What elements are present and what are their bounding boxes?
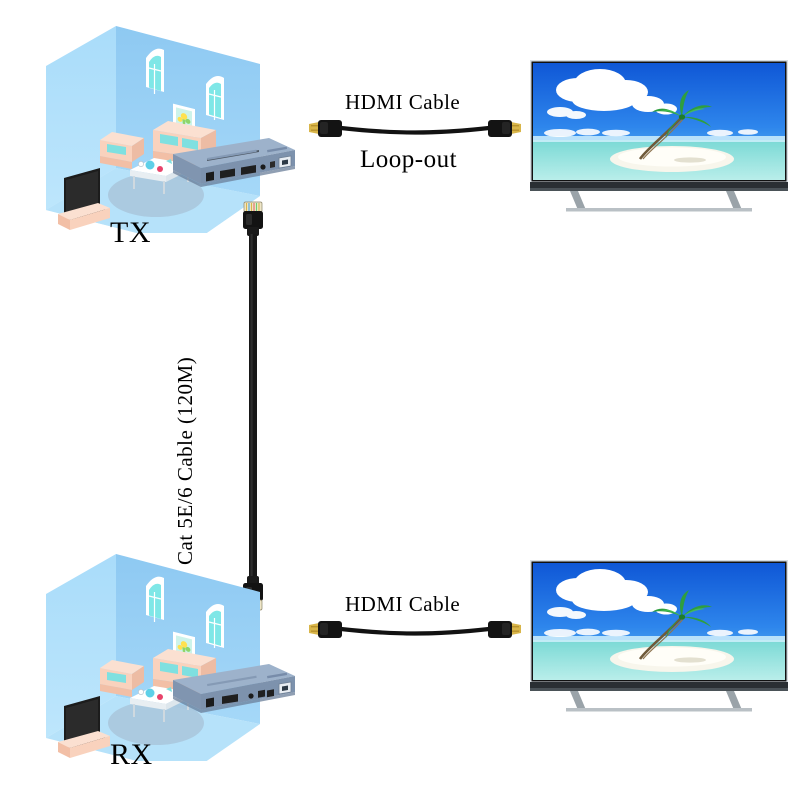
cable-hdmi-top[interactable] — [305, 113, 525, 145]
cable-label-hdmi-bottom: HDMI Cable — [345, 592, 461, 616]
cable-hdmi-bottom[interactable] — [305, 614, 525, 646]
cable-label-loop-out: Loop-out — [360, 146, 458, 173]
display-tv-top — [530, 60, 795, 245]
display-tv-bottom — [530, 560, 795, 745]
room-scene-rx — [38, 546, 308, 761]
endpoint-label-tx: TX — [110, 216, 151, 249]
device-rx-extender[interactable] — [163, 658, 298, 725]
endpoint-label-rx: RX — [110, 738, 153, 771]
device-tx-extender[interactable] — [163, 132, 298, 199]
cable-label-cat5e6: Cat 5E/6 Cable (120M) — [173, 356, 197, 565]
cable-label-hdmi-top: HDMI Cable — [345, 90, 461, 114]
